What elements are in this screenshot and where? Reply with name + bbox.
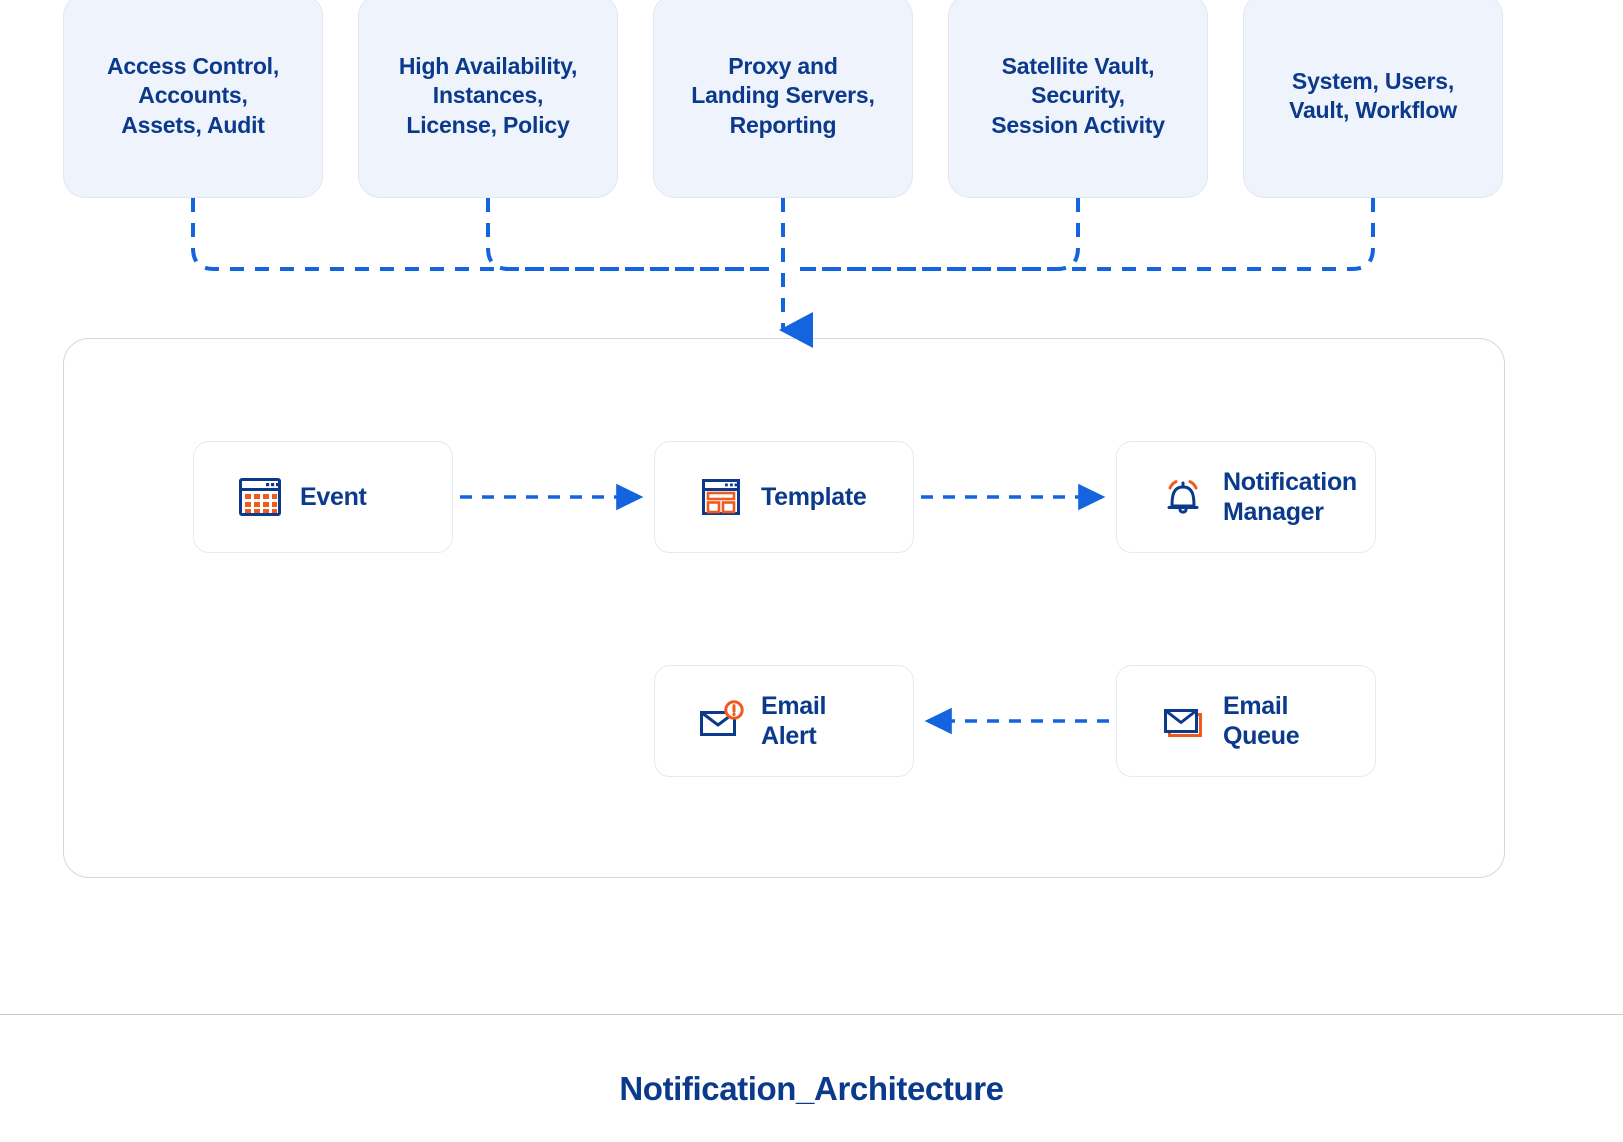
page-title: Notification_Architecture [619, 1070, 1004, 1107]
source-box-proxy-landing: Proxy and Landing Servers, Reporting [653, 0, 913, 198]
node-label-email-alert: Email Alert [761, 692, 827, 750]
source-box-label: System, Users, Vault, Workflow [1289, 67, 1457, 123]
node-card-notification-manager[interactable]: Notification Manager [1116, 441, 1376, 553]
node-label-notification-manager: Notification Manager [1223, 468, 1357, 526]
footer-divider [0, 1014, 1623, 1015]
source-box-system-users: System, Users, Vault, Workflow [1243, 0, 1503, 198]
bell-icon [1159, 473, 1207, 521]
source-box-access-control: Access Control, Accounts, Assets, Audit [63, 0, 323, 198]
envelope-alert-icon [697, 697, 745, 745]
browser-template-icon [697, 473, 745, 521]
connector-system-users-to-bus [800, 198, 1375, 271]
source-box-label: High Availability, Instances, License, P… [398, 52, 578, 138]
node-card-email-queue[interactable]: Email Queue [1116, 665, 1376, 777]
source-box-high-availability: High Availability, Instances, License, P… [358, 0, 618, 198]
connector-access-control-to-bus [191, 198, 770, 271]
source-box-label: Access Control, Accounts, Assets, Audit [106, 52, 280, 138]
node-label-template: Template [761, 483, 867, 511]
node-label-event: Event [300, 483, 367, 511]
node-card-event[interactable]: Event [193, 441, 453, 553]
node-card-template[interactable]: Template [654, 441, 914, 553]
node-card-email-alert[interactable]: Email Alert [654, 665, 914, 777]
envelope-stack-icon [1159, 697, 1207, 745]
calendar-icon [236, 473, 284, 521]
connector-high-availability-to-bus [486, 198, 770, 271]
notification-container [63, 338, 1505, 878]
source-box-label: Satellite Vault, Security, Session Activ… [991, 52, 1165, 138]
source-box-satellite-vault: Satellite Vault, Security, Session Activ… [948, 0, 1208, 198]
source-box-label: Proxy and Landing Servers, Reporting [691, 52, 875, 138]
connector-satellite-vault-to-bus [800, 198, 1080, 271]
node-label-email-queue: Email Queue [1223, 692, 1300, 750]
